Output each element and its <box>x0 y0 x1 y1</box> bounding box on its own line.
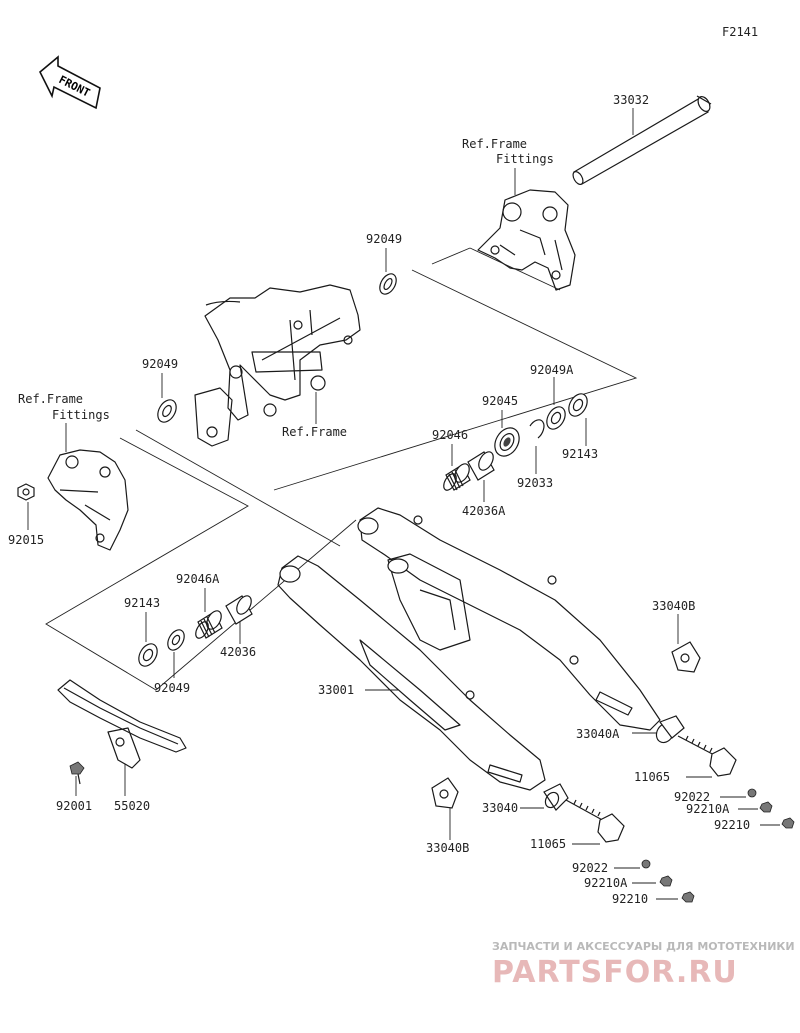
nut-92210a-top <box>759 801 773 813</box>
circlip-92033 <box>529 419 545 439</box>
needle-bearing-92046 <box>443 463 471 491</box>
swing-arm <box>277 507 661 791</box>
front-arrow-icon: FRONT <box>39 55 101 110</box>
label-92143-left: 92143 <box>124 596 160 610</box>
label-92049-top: 92049 <box>366 232 402 246</box>
label-55020: 55020 <box>114 799 150 813</box>
nut-92210-bottom <box>681 891 695 903</box>
label-92015: 92015 <box>8 533 44 547</box>
label-33040b-top: 33040B <box>652 599 695 613</box>
figure-code: F2141 <box>722 25 758 39</box>
label-92210a-top: 92210A <box>686 802 730 816</box>
label-ref-frame: Ref.Frame <box>282 425 347 439</box>
label-33040b-bottom: 33040B <box>426 841 469 855</box>
label-92045: 92045 <box>482 394 518 408</box>
label-92022-bottom: 92022 <box>572 861 608 875</box>
washer-92143-left <box>138 643 158 667</box>
washer-92049-left <box>157 399 177 423</box>
frame-center <box>194 284 361 447</box>
label-92033: 92033 <box>517 476 553 490</box>
frame-fitting-left <box>47 449 129 551</box>
label-92143-right: 92143 <box>562 447 598 461</box>
label-92210-bottom: 92210 <box>612 892 648 906</box>
chain-adjuster-33040b-top <box>671 641 701 673</box>
watermark-subtitle: ЗАПЧАСТИ И АКСЕССУАРЫ ДЛЯ МОТОТЕХНИКИ <box>492 940 795 953</box>
label-ref-frame-fittings-right-2: Fittings <box>496 152 554 166</box>
chain-adjuster-33040a <box>655 715 685 744</box>
collar-42036 <box>225 595 253 625</box>
label-33040: 33040 <box>482 801 518 815</box>
label-11065-bottom: 11065 <box>530 837 566 851</box>
washer-92049-top <box>379 273 397 295</box>
label-42036: 42036 <box>220 645 256 659</box>
label-92046: 92046 <box>432 428 468 442</box>
label-92046a: 92046A <box>176 572 220 586</box>
label-92049-lower: 92049 <box>154 681 190 695</box>
screw-92001 <box>69 761 85 785</box>
label-11065-top: 11065 <box>634 770 670 784</box>
label-33001: 33001 <box>318 683 354 697</box>
label-92049a: 92049A <box>530 363 574 377</box>
chain-guard <box>57 679 187 769</box>
chain-adjuster-33040b-bottom <box>431 777 459 809</box>
label-92001: 92001 <box>56 799 92 813</box>
nut-92015 <box>17 483 35 501</box>
label-ref-frame-fittings-left-2: Fittings <box>52 408 110 422</box>
pivot-shaft <box>572 95 712 185</box>
label-42036a: 42036A <box>462 504 506 518</box>
nut-92210-top <box>781 817 795 829</box>
washer-92143-right <box>568 393 588 417</box>
nut-92210a-bottom <box>659 875 673 887</box>
seal-92049a <box>546 406 566 430</box>
nut-92022-bottom <box>641 859 651 869</box>
label-ref-frame-fittings-left-1: Ref.Frame <box>18 392 83 406</box>
label-92210-top: 92210 <box>714 818 750 832</box>
watermark-brand: PARTSFOR.RU <box>492 955 738 990</box>
adjuster-bolt-11065-bottom <box>565 799 625 843</box>
needle-bearing-92046a <box>195 610 223 639</box>
nut-92022-top <box>747 788 757 798</box>
chain-adjuster-33040 <box>543 783 569 811</box>
label-92210a-bottom: 92210A <box>584 876 628 890</box>
seal-92049-lower <box>167 629 185 651</box>
collar-42036a <box>467 451 495 481</box>
adjuster-bolt-11065-top <box>677 735 737 777</box>
label-33040a: 33040A <box>576 727 620 741</box>
ball-bearing-92045 <box>494 427 520 457</box>
label-92022-top: 92022 <box>674 790 710 804</box>
frame-fitting-right <box>477 189 576 291</box>
label-ref-frame-fittings-right-1: Ref.Frame <box>462 137 527 151</box>
label-92049-left: 92049 <box>142 357 178 371</box>
label-33032: 33032 <box>613 93 649 107</box>
